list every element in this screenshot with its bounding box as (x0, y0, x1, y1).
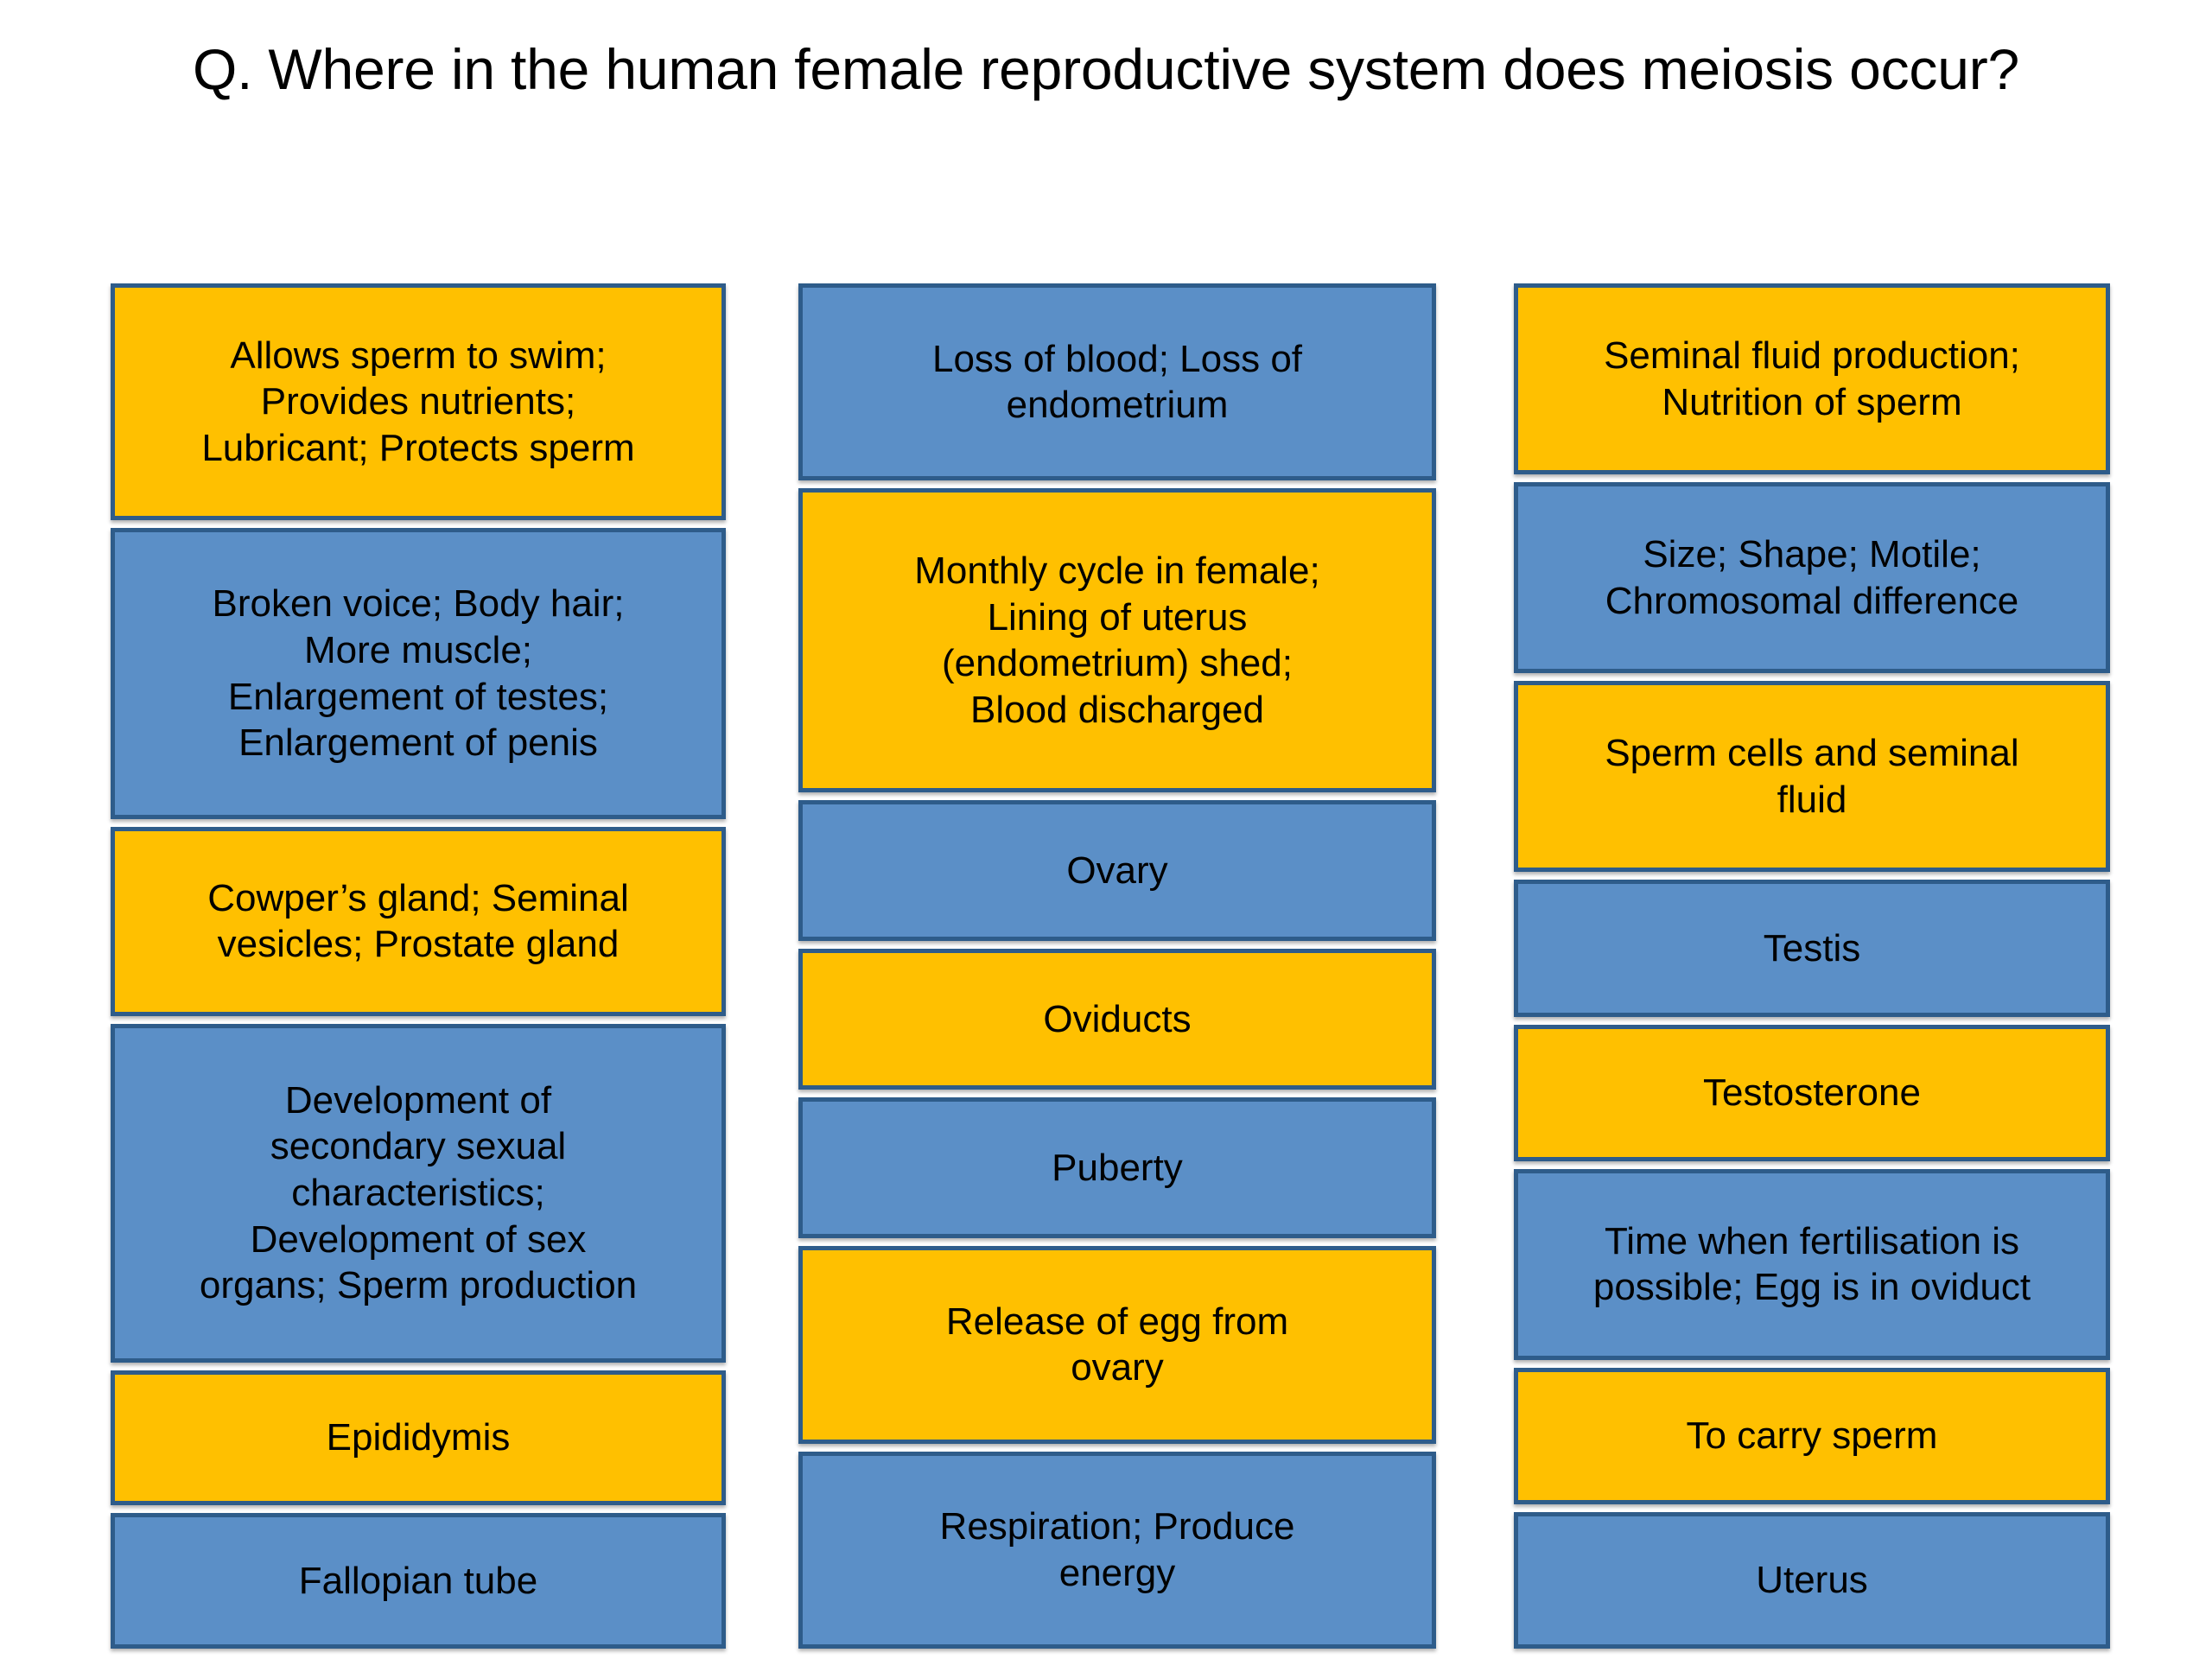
answer-card[interactable]: Seminal fluid production; Nutrition of s… (1514, 283, 2110, 475)
answer-card[interactable]: Allows sperm to swim; Provides nutrients… (111, 283, 726, 521)
column-3: Seminal fluid production; Nutrition of s… (1514, 283, 2110, 1649)
answer-card[interactable]: To carry sperm (1514, 1367, 2110, 1504)
answer-card[interactable]: Cowper’s gland; Seminal vesicles; Prosta… (111, 826, 726, 1016)
answer-card[interactable]: Release of egg from ovary (798, 1246, 1436, 1444)
answer-card[interactable]: Testis (1514, 880, 2110, 1017)
answer-card[interactable]: Puberty (798, 1097, 1436, 1239)
answer-card[interactable]: Size; Shape; Motile; Chromosomal differe… (1514, 482, 2110, 674)
answer-card[interactable]: Loss of blood; Loss of endometrium (798, 283, 1436, 481)
answer-card[interactable]: Time when fertilisation is possible; Egg… (1514, 1168, 2110, 1360)
answer-card[interactable]: Oviducts (798, 949, 1436, 1090)
answer-card[interactable]: Respiration; Produce energy (798, 1451, 1436, 1649)
column-1: Allows sperm to swim; Provides nutrients… (111, 283, 726, 1649)
answer-card[interactable]: Sperm cells and seminal fluid (1514, 681, 2110, 873)
card-columns: Allows sperm to swim; Provides nutrients… (0, 283, 2212, 1649)
answer-card[interactable]: Testosterone (1514, 1024, 2110, 1161)
answer-card[interactable]: Monthly cycle in female; Lining of uteru… (798, 488, 1436, 793)
page-title: Q. Where in the human female reproductiv… (193, 37, 2019, 101)
answer-card[interactable]: Broken voice; Body hair; More muscle; En… (111, 528, 726, 819)
answer-card[interactable]: Development of secondary sexual characte… (111, 1023, 726, 1363)
answer-card[interactable]: Ovary (798, 800, 1436, 942)
answer-card[interactable]: Uterus (1514, 1511, 2110, 1649)
answer-card[interactable]: Fallopian tube (111, 1513, 726, 1649)
answer-card[interactable]: Epididymis (111, 1370, 726, 1506)
